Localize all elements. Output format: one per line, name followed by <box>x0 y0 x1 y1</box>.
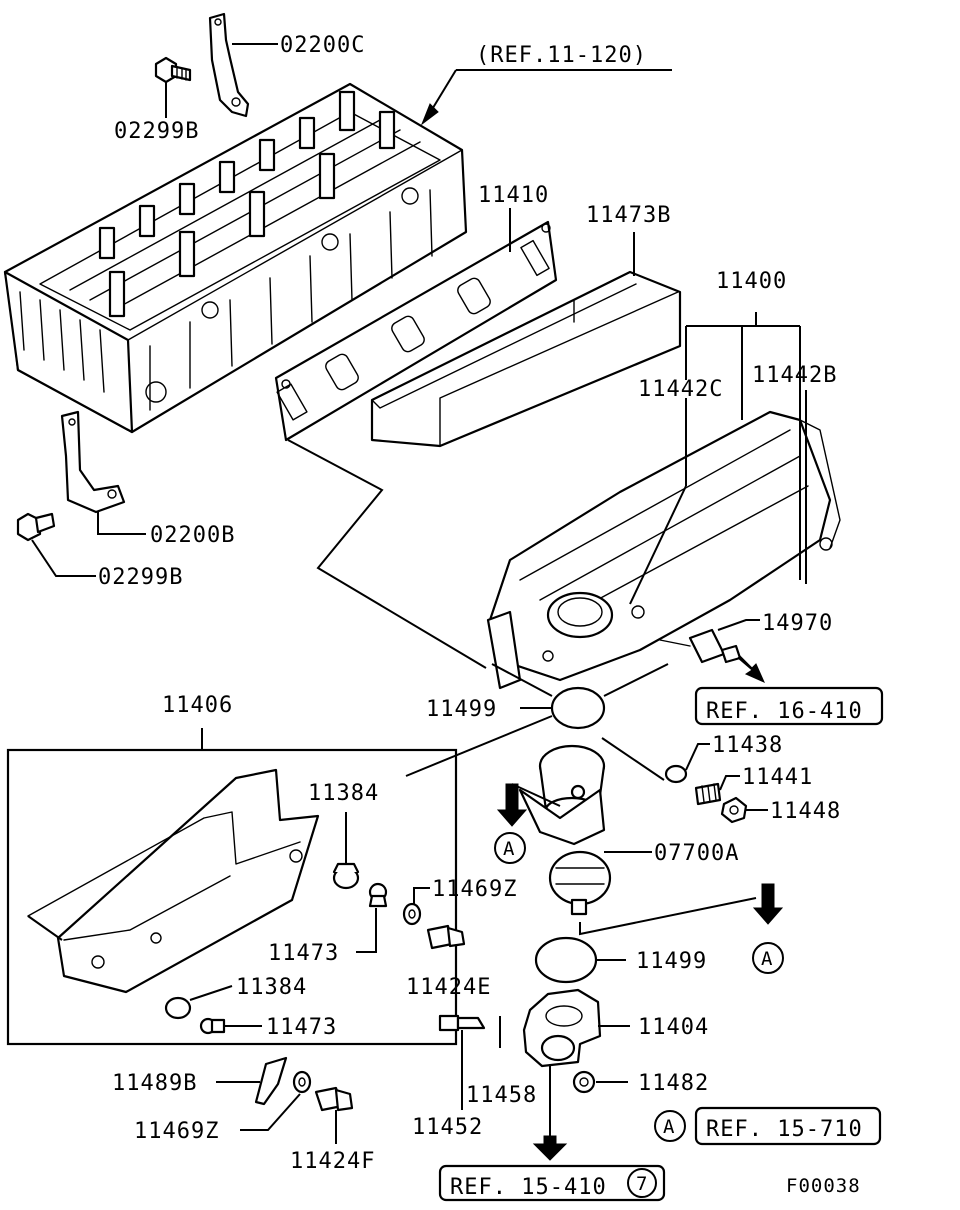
label-11406: 11406 <box>162 693 233 718</box>
nut-11448 <box>720 796 748 824</box>
label-02200c: 02200C <box>280 33 365 58</box>
nut-11482 <box>572 1070 596 1094</box>
washer-11469z-mid <box>402 902 422 926</box>
label-11499-bottom: 11499 <box>636 949 707 974</box>
label-11469z-bottom: 11469Z <box>134 1119 219 1144</box>
cylinder-head <box>3 82 468 434</box>
heat-shield-11406 <box>27 768 320 994</box>
spring-11441 <box>694 782 722 806</box>
label-ref-15-410: REF. 15-410 <box>450 1175 607 1200</box>
label-07700a: 07700A <box>654 841 739 866</box>
sensor-14970 <box>659 628 742 664</box>
label-11442c: 11442C <box>638 377 723 402</box>
label-02299b-top: 02299B <box>114 119 199 144</box>
label-11473-bottom: 11473 <box>266 1015 337 1040</box>
o-ring-11499-bottom <box>534 936 598 984</box>
ref-box-15-710 <box>694 1106 882 1146</box>
ref-15-410-number-circle <box>627 1168 657 1198</box>
marker-a-left-circle <box>494 832 526 864</box>
marker-a-ref-circle <box>654 1110 686 1142</box>
bolt-11473-top <box>368 882 388 908</box>
bolt-02299b-top <box>154 56 192 84</box>
insulator-11473b <box>370 270 682 448</box>
heat-shield-group-box <box>6 748 458 1046</box>
washer-11469z-bottom <box>292 1070 312 1094</box>
bolt-11424e <box>426 924 466 950</box>
grommet-11384-top <box>332 862 360 890</box>
o-ring-11499-top <box>550 686 606 730</box>
label-11473-top: 11473 <box>268 941 339 966</box>
label-ref-15-710: REF. 15-710 <box>706 1117 863 1142</box>
label-ref-16-410: REF. 16-410 <box>706 699 863 724</box>
label-11489b: 11489B <box>112 1071 197 1096</box>
gasket-11410 <box>274 220 558 442</box>
bracket-02200b <box>60 410 126 514</box>
label-14970: 14970 <box>762 611 833 636</box>
water-inlet-11404 <box>522 988 602 1068</box>
ref-box-16-410 <box>694 686 884 726</box>
bracket-11489b <box>254 1056 288 1106</box>
label-11438: 11438 <box>712 733 783 758</box>
label-marker-a-left: A <box>503 838 515 860</box>
label-marker-a-ref: A <box>663 1116 675 1138</box>
label-11410: 11410 <box>478 183 549 208</box>
label-11482: 11482 <box>638 1071 709 1096</box>
figure-code: F00038 <box>786 1175 861 1197</box>
label-11400: 11400 <box>716 269 787 294</box>
label-11442b: 11442B <box>752 363 837 388</box>
label-11458: 11458 <box>466 1083 537 1108</box>
label-11448: 11448 <box>770 799 841 824</box>
ref-box-15-410 <box>438 1164 666 1202</box>
label-ref-15-410-number: 7 <box>636 1173 648 1195</box>
label-11469z-mid: 11469Z <box>432 877 517 902</box>
bolt-11473-bottom <box>199 1017 226 1035</box>
label-11441: 11441 <box>742 765 813 790</box>
sensor-11452 <box>438 1014 486 1032</box>
label-11384-bottom: 11384 <box>236 975 307 1000</box>
label-ref-11-120: (REF.11-120) <box>476 43 647 68</box>
thermostat-07700a <box>518 744 612 916</box>
plug-11438 <box>664 764 688 784</box>
grommet-11384-bottom <box>164 996 192 1020</box>
label-11424e: 11424E <box>406 975 491 1000</box>
bolt-02299b-bottom <box>16 512 56 542</box>
label-11404: 11404 <box>638 1015 709 1040</box>
label-marker-a-right: A <box>761 948 773 970</box>
bolt-11424f <box>314 1086 354 1112</box>
label-11499-top: 11499 <box>426 697 497 722</box>
label-11452: 11452 <box>412 1115 483 1140</box>
label-11424f: 11424F <box>290 1149 375 1174</box>
label-11384-top: 11384 <box>308 781 379 806</box>
label-11473b: 11473B <box>586 203 671 228</box>
label-02200b: 02200B <box>150 523 235 548</box>
bracket-02200c <box>208 12 250 118</box>
intake-manifold-11400 <box>486 410 841 690</box>
marker-a-right-circle <box>752 942 784 974</box>
label-02299b-bottom: 02299B <box>98 565 183 590</box>
